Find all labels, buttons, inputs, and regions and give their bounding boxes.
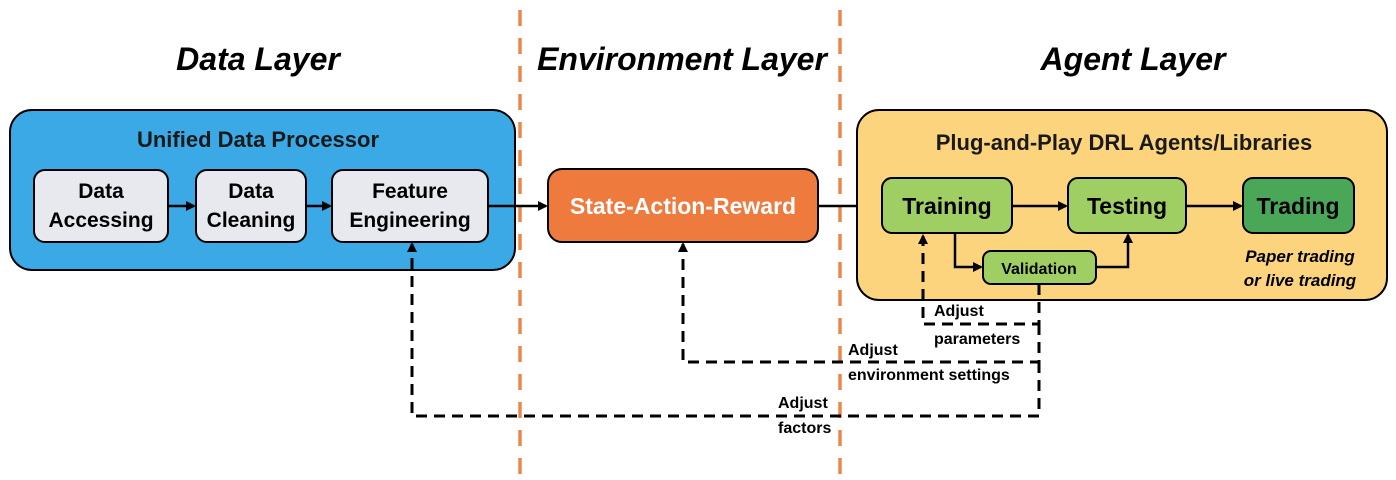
adjust-environment-label-2: environment settings — [848, 367, 1010, 384]
feedback-adjust-parameters — [918, 234, 1041, 326]
drl-agents-libraries: Plug-and-Play DRL Agents/Libraries Train… — [856, 109, 1388, 301]
svg-text:Feature: Feature — [372, 180, 448, 203]
svg-text:Engineering: Engineering — [349, 209, 470, 232]
agents-title: Plug-and-Play DRL Agents/Libraries — [936, 130, 1313, 155]
unified-data-processor: Unified Data Processor Data Accessing Da… — [9, 109, 516, 271]
svg-text:Cleaning: Cleaning — [207, 209, 296, 232]
data-processor-title: Unified Data Processor — [137, 127, 380, 152]
trading-note-line1: Paper trading — [1245, 247, 1355, 266]
svg-text:Trading: Trading — [1256, 193, 1339, 219]
testing-node: Testing — [1067, 177, 1187, 234]
feedback-adjust-environment — [678, 242, 1041, 364]
step-data-accessing: Data Accessing — [33, 169, 169, 243]
arrow-training-to-validation — [953, 233, 983, 272]
data-layer-title: Data Layer — [176, 41, 341, 77]
svg-text:Accessing: Accessing — [48, 209, 153, 232]
state-action-reward-node: State-Action-Reward — [547, 168, 819, 243]
feedback-adjust-factors — [407, 242, 1041, 418]
svg-text:Data: Data — [228, 180, 274, 203]
trading-note-line2: or live trading — [1244, 271, 1357, 290]
svg-text:Testing: Testing — [1087, 193, 1167, 219]
training-node: Training — [881, 177, 1013, 234]
svg-text:Training: Training — [902, 193, 991, 219]
adjust-parameters-label-2: parameters — [934, 331, 1020, 348]
environment-layer-title: Environment Layer — [537, 41, 828, 77]
svg-text:State-Action-Reward: State-Action-Reward — [570, 193, 796, 219]
step-feature-engineering: Feature Engineering — [331, 169, 489, 243]
adjust-factors-label-1: Adjust — [778, 395, 828, 412]
svg-text:Data: Data — [78, 180, 124, 203]
agent-layer-title: Agent Layer — [1040, 41, 1227, 77]
adjust-factors-label-2: factors — [778, 420, 831, 437]
step-data-cleaning: Data Cleaning — [195, 169, 307, 243]
trading-node: Trading — [1242, 177, 1355, 234]
validation-node: Validation — [982, 250, 1097, 285]
adjust-parameters-label-1: Adjust — [934, 303, 984, 320]
arrow-validation-to-testing — [1096, 233, 1133, 269]
svg-text:Validation: Validation — [1001, 261, 1077, 278]
adjust-environment-label-1: Adjust — [848, 342, 898, 359]
